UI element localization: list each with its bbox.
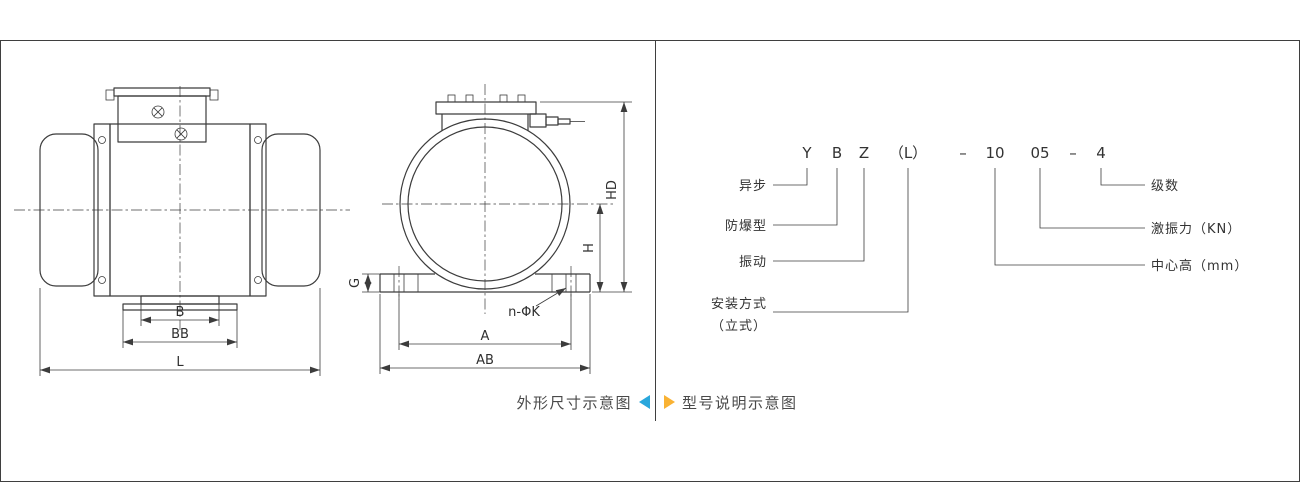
dim-label-AB: AB: [476, 353, 494, 368]
dim-label-BB: BB: [171, 327, 189, 342]
term-center-height: 中心高（mm）: [1151, 258, 1248, 274]
term-asynchronous: 异步: [739, 179, 767, 194]
code-Z: Z: [859, 144, 869, 162]
motor-side-view: B BB L: [14, 86, 350, 376]
right-panel-caption: 型号说明示意图: [664, 392, 798, 412]
right-end-cover: [261, 133, 321, 287]
term-excitation-force: 激振力（KN）: [1151, 222, 1241, 237]
left-panel-caption: 外形尺寸示意图: [516, 392, 650, 412]
dim-label-G: G: [348, 278, 363, 288]
term-explosion-proof: 防爆型: [725, 218, 767, 234]
term-vibration: 振动: [739, 255, 767, 270]
term-mounting-line1: 安装方式: [711, 296, 767, 312]
code-4: 4: [1096, 144, 1106, 162]
model-designation-diagram: Y B Z （L） – 10 05 – 4 异步 防爆型 振动 安装方式 （立式…: [711, 144, 1248, 334]
legend-left-terms: 异步 防爆型 振动 安装方式 （立式）: [711, 179, 767, 334]
screw-marks: [151, 105, 188, 141]
code-05: 05: [1030, 144, 1049, 162]
terminal-box-lid: [113, 87, 211, 97]
legend-connectors: [773, 168, 1145, 313]
code-L: （L）: [889, 144, 927, 162]
dim-label-L: L: [176, 355, 184, 370]
cable-gland: [529, 113, 585, 128]
motor-front-view: G n-ΦK A AB H HD: [348, 84, 632, 374]
dim-label-H: H: [582, 243, 597, 253]
left-caption-text: 外形尺寸示意图: [516, 393, 632, 412]
model-code: Y B Z （L） – 10 05 – 4: [801, 144, 1105, 162]
mounting-base: [379, 266, 591, 300]
front-terminal-lid: [435, 101, 537, 115]
code-Y: Y: [801, 144, 812, 162]
base-plate: [122, 303, 238, 311]
right-caption-text: 型号说明示意图: [682, 393, 798, 412]
dim-label-HD: HD: [605, 180, 620, 200]
code-B: B: [832, 144, 842, 162]
housing-outer-circle: [399, 118, 571, 290]
right-arrow-icon: [664, 395, 675, 409]
dim-label-A: A: [481, 329, 490, 344]
code-dash-2: –: [1069, 144, 1077, 162]
term-mounting-line2: （立式）: [711, 319, 767, 334]
code-10: 10: [985, 144, 1004, 162]
code-dash-1: –: [959, 144, 967, 162]
outline-dimension-drawing: B BB L: [14, 84, 632, 376]
dim-label-n-phi-k: n-ΦK: [508, 305, 540, 320]
left-arrow-icon: [639, 395, 650, 409]
left-end-cover: [39, 133, 99, 287]
dim-label-B: B: [176, 305, 185, 320]
terminal-box: [117, 95, 207, 143]
housing-inner-circle: [407, 126, 563, 282]
term-poles: 级数: [1151, 179, 1179, 194]
panel-divider: [655, 40, 656, 421]
legend-right-terms: 级数 激振力（KN） 中心高（mm）: [1151, 179, 1248, 274]
